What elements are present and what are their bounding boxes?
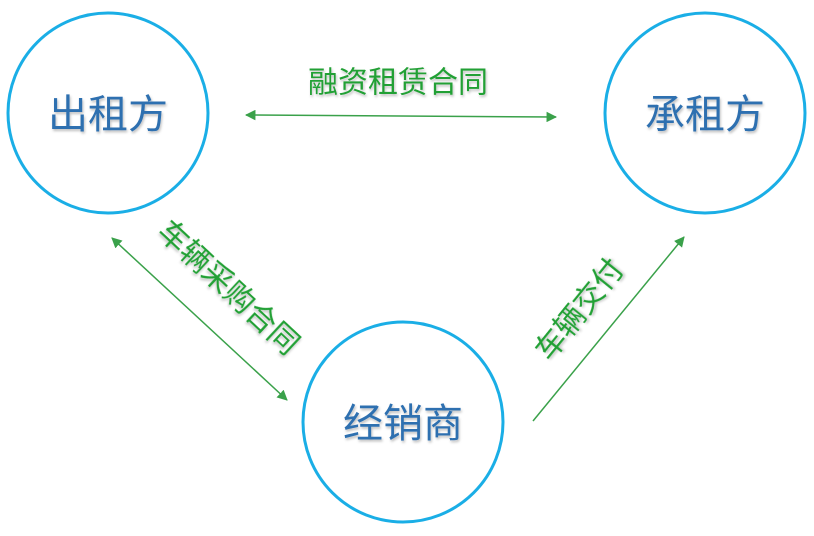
finance-lease-arrow <box>244 109 558 123</box>
vehicle-purchase-label: 车辆采购合同 <box>150 214 306 362</box>
vehicle-purchase-arrow <box>111 237 288 401</box>
lessor-node: 出租方 <box>6 11 210 215</box>
lessee-circle <box>603 11 807 215</box>
dealer-label: 经销商 <box>343 401 463 447</box>
finance-lease-label: 融资租赁合同 <box>308 66 488 101</box>
lessee-node: 承租方 <box>603 11 807 215</box>
dealer-node: 经销商 <box>301 320 505 524</box>
dealer-circle <box>301 320 505 524</box>
vehicle-delivery-label: 车辆交付 <box>529 252 632 367</box>
vehicle-delivery-arrow <box>532 236 685 422</box>
lessee-label: 承租方 <box>645 92 765 138</box>
vehicle-purchase-edge: 车辆采购合同 <box>111 214 306 401</box>
lessor-label: 出租方 <box>48 92 168 138</box>
lessor-circle <box>6 11 210 215</box>
finance-lease-edge: 融资租赁合同 <box>244 66 558 123</box>
vehicle-delivery-edge: 车辆交付 <box>529 236 685 422</box>
